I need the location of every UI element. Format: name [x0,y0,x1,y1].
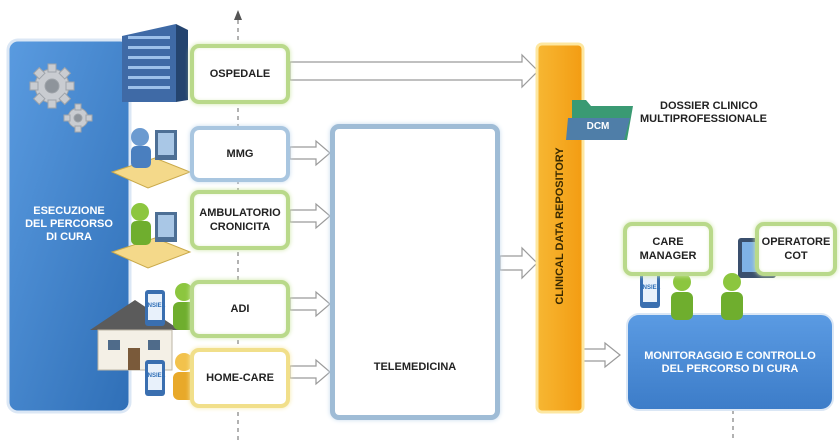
repository-label: CLINICAL DATA REPOSITORY [554,147,566,305]
care-manager-box: CARE MANAGER [623,222,713,276]
left-panel-shape [6,38,132,414]
ospedale-label: OSPEDALE [209,68,271,80]
care-manager-line-2: MANAGER [639,250,697,262]
left-panel-line-1: ESECUZIONE [33,205,105,217]
phone-homecare-icon [145,360,165,396]
arrow-homecare-icon [289,358,331,386]
ambulatorio-label: AMBULATORIO CRONICITA [194,206,286,234]
dossier-label: DOSSIER CLINICO MULTIPROFESSIONALE [640,100,810,126]
operatore-line-2: COT [784,250,808,262]
adi-box: ADI [190,280,290,338]
arrow-telemedicina-icon [499,246,538,280]
phone-care-text: INSIEL [641,285,661,291]
monitor-label: MONITORAGGIO E CONTROLLO DEL PERCORSO DI… [630,350,830,376]
monitor-line-2: DEL PERCORSO DI CURA [661,363,799,375]
homecare-box: HOME-CARE [190,348,290,408]
telemedicina-label: TELEMEDICINA [373,361,457,373]
care-manager-line-1: CARE [652,236,684,248]
arrow-monitor-icon [582,341,621,369]
ambulatorio-box: AMBULATORIO CRONICITA [190,190,290,250]
dossier-line-2: MULTIPROFESSIONALE [640,113,767,125]
mmg-label: MMG [226,148,254,160]
arrow-ospedale-icon [289,53,539,89]
adi-label: ADI [230,303,250,315]
phone-adi-icon [145,290,165,326]
gears-icon [29,63,93,133]
operatore-box: OPERATORE COT [755,222,837,276]
person-adi-icon [173,283,195,330]
left-panel-line-2: DEL PERCORSO [25,218,113,230]
operatore-label: OPERATORE COT [759,235,833,263]
mmg-box: MMG [190,126,290,182]
arrow-head-up-icon [234,10,242,20]
dossier-folder-label: DCM [586,121,610,132]
care-manager-label: CARE MANAGER [627,235,709,263]
doctor-desk-mmg-icon [110,128,192,189]
person-operatore-icon [721,273,743,320]
person-care-manager-icon [671,273,693,320]
dossier-folder-icon [566,100,633,140]
monitor-line-1: MONITORAGGIO E CONTROLLO [644,350,816,362]
phone-care-icon [640,272,660,308]
person-homecare-icon [173,353,195,400]
phone-homecare-text: INSIEL [146,373,166,379]
phone-adi-text: INSIEL [146,303,166,309]
hospital-building-icon [122,24,188,102]
operatore-line-1: OPERATORE [761,236,831,248]
ospedale-box: OSPEDALE [190,44,290,104]
arrow-mmg-icon [289,139,331,167]
ambulatorio-line-1: AMBULATORIO [199,207,281,219]
dossier-line-1: DOSSIER CLINICO [660,100,758,112]
left-panel-label: ESECUZIONE DEL PERCORSO DI CURA [14,205,124,244]
arrow-adi-icon [289,290,331,318]
left-panel-line-3: DI CURA [46,231,92,243]
doctor-desk-ambulatorio-icon [110,203,192,269]
ambulatorio-line-2: CRONICITA [209,221,271,233]
homecare-label: HOME-CARE [206,372,274,384]
arrow-ambulatorio-icon [289,202,331,230]
telemedicina-box: TELEMEDICINA [330,124,500,420]
